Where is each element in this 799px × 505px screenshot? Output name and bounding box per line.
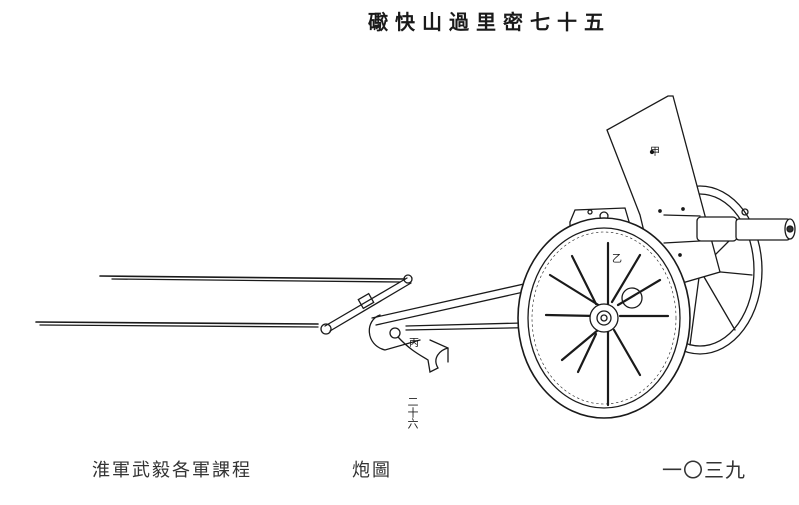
section-label: 炮圖 — [352, 460, 392, 481]
annotation-shield: 甲 — [650, 147, 660, 158]
annotation-wheel: 乙 — [612, 254, 622, 265]
page-number: 一〇三九 — [662, 458, 746, 482]
near-wheel — [517, 217, 691, 419]
page-title: 礮快山過里密七十五 — [368, 10, 611, 34]
gun-barrel — [663, 208, 796, 244]
figure-label: 二十六 — [406, 396, 419, 429]
book-title: 淮軍武毅各軍課程 — [92, 460, 252, 481]
shafts — [35, 274, 413, 335]
annotation-trail: 丙 — [409, 338, 419, 349]
